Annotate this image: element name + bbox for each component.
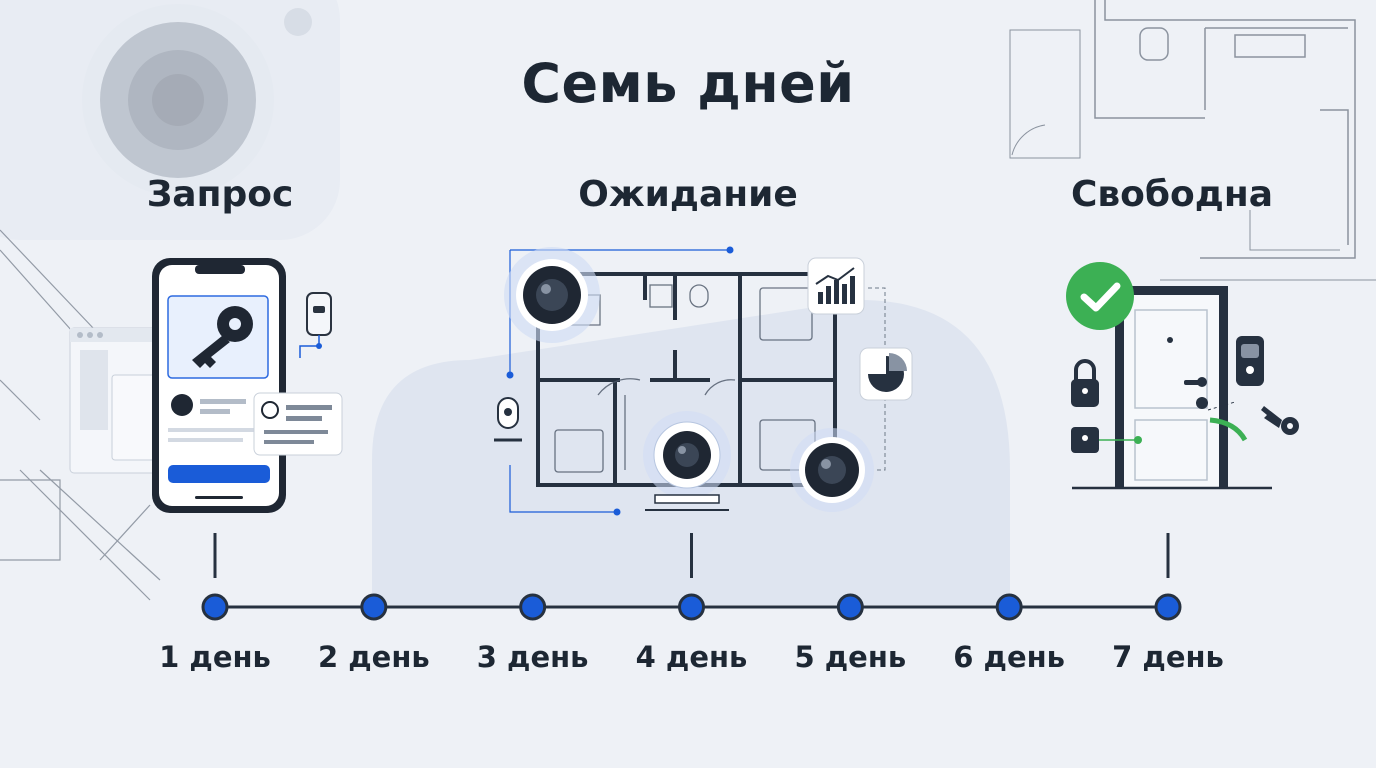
webcam-icon: [494, 397, 522, 442]
door-icon: [1072, 286, 1272, 490]
camera-icon: [0, 0, 340, 240]
floor-plan-illustration: [494, 246, 913, 516]
phase-label-request: Запрос: [146, 174, 294, 215]
day-label: 2 день: [317, 640, 430, 674]
smartphone-illustration: [69, 258, 343, 513]
day-label: 7 день: [1112, 640, 1224, 674]
day-label: 1 день: [159, 640, 271, 674]
day-label: 6 день: [953, 640, 1066, 674]
phase-label-free: Свободна: [1070, 174, 1274, 215]
bar-chart-icon: [807, 257, 865, 315]
padlock-icon: [1071, 427, 1142, 453]
floor-plan-lines-right: [1009, 0, 1376, 281]
timeline-dot: [519, 593, 547, 621]
smart-lock-icon: [1236, 336, 1264, 386]
timeline-dot: [1154, 593, 1182, 621]
info-card-icon: [253, 392, 343, 456]
padlock-icon: [1071, 359, 1099, 407]
page-title: Семь дней: [521, 52, 855, 115]
security-camera-icon: [643, 411, 731, 511]
day-label: 3 день: [476, 640, 589, 674]
security-camera-icon: [790, 428, 874, 512]
security-camera-icon: [504, 247, 600, 343]
day-label: 5 день: [794, 640, 907, 674]
pie-chart-icon: [859, 347, 913, 401]
key-icon: [192, 306, 253, 368]
day-label: 4 день: [635, 640, 748, 674]
timeline-dot: [678, 593, 705, 621]
key-icon: [1261, 406, 1299, 435]
door-illustration: [1066, 262, 1299, 490]
timeline-dot: [995, 593, 1023, 621]
timeline-dot: [836, 593, 864, 621]
timeline-dot: [360, 593, 388, 621]
smartphone-icon: [152, 258, 286, 513]
floor-plan-lines-left: [0, 229, 161, 601]
timeline-dot: [201, 593, 229, 621]
phase-label-waiting: Ожидание: [578, 174, 798, 215]
check-icon: [1066, 262, 1134, 330]
sensor-icon: [299, 292, 332, 358]
